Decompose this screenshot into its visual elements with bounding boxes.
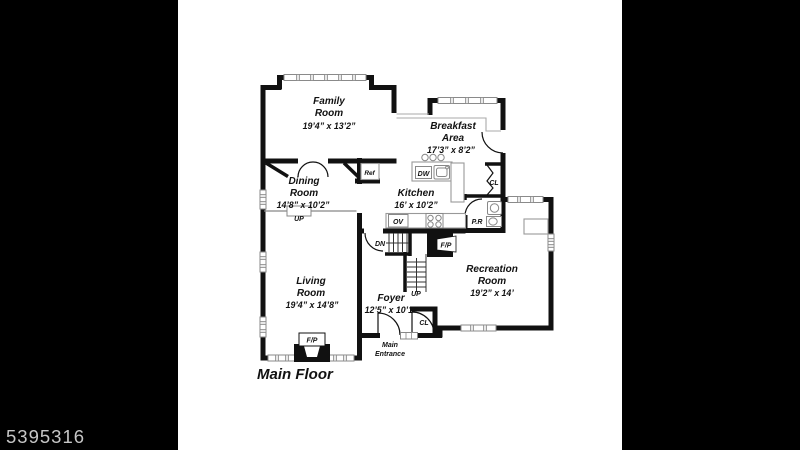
- powder-room-fixtures: [486, 201, 502, 227]
- closet-foyer-label: CL: [419, 320, 428, 327]
- living-room-label: Living Room 19’4” x 14’8”: [286, 276, 339, 310]
- living-name2: Room: [297, 288, 325, 299]
- family-room-name: Family: [313, 96, 345, 107]
- cooktop: [425, 213, 444, 229]
- built-ins: [264, 205, 549, 235]
- recreation-name2: Room: [478, 276, 506, 287]
- breakfast-dims: 17’3” x 8’2”: [427, 145, 476, 155]
- cased-opening: [396, 113, 501, 132]
- dishwasher: [415, 166, 432, 179]
- kitchen-dims: 16’ x 10’2”: [394, 200, 438, 210]
- main-entrance-label-1: Main: [382, 342, 398, 349]
- living-name: Living: [296, 276, 325, 287]
- step-up-label: UP: [294, 216, 304, 223]
- bifold-closet-door: [486, 164, 494, 196]
- living-fireplace: F/P: [294, 332, 330, 362]
- kitchen-fixtures: [360, 153, 467, 229]
- closet-upper-label: CL: [489, 180, 498, 187]
- breakfast-window: [437, 97, 498, 104]
- living-side-window-2: [259, 316, 267, 338]
- breakfast-name: Breakfast: [430, 121, 476, 132]
- recreation-niche: [523, 218, 549, 235]
- recreation-right-window: [547, 233, 555, 252]
- entry-threshold: [400, 332, 418, 340]
- dining-room-label: Dining Room 14’8” x 10’2”: [277, 176, 330, 210]
- dishwasher-label: DW: [418, 171, 431, 178]
- step-up-divider: [264, 205, 357, 217]
- living-bottom-window-1: [267, 354, 297, 362]
- recreation-room-label: Recreation Room 19’2” x 14’: [466, 264, 518, 298]
- doors: [297, 113, 504, 340]
- floor-title: Main Floor: [257, 366, 334, 383]
- stairs-down-label: DN: [375, 241, 386, 248]
- dining-name: Dining: [288, 176, 319, 187]
- room-labels: Family Room 19’4” x 13’2” Breakfast Area…: [277, 96, 518, 315]
- oven: [388, 214, 409, 228]
- kitchen-fireplace: F/P: [427, 229, 457, 257]
- watermark-id: 5395316: [6, 426, 85, 447]
- recreation-bottom-window: [460, 324, 497, 332]
- refrigerator: [360, 162, 380, 181]
- staircase: [386, 233, 427, 292]
- bar-stools: [421, 153, 445, 162]
- living-fireplace-label: F/P: [307, 338, 318, 345]
- toilet: [487, 201, 502, 215]
- family-room-label: Family Room 19’4” x 13’2”: [303, 96, 356, 131]
- dn-stair-treads: [386, 233, 409, 252]
- refrigerator-label: Ref: [364, 170, 375, 177]
- windows: [259, 74, 555, 362]
- breakfast-area-label: Breakfast Area 17’3” x 8’2”: [427, 121, 476, 155]
- door-arcs: [297, 131, 504, 336]
- counter-side: [450, 162, 465, 203]
- breakfast-name2: Area: [441, 133, 465, 144]
- dining-window: [259, 189, 267, 210]
- living-bottom-window-2: [325, 354, 355, 362]
- powder-room-label: P.R: [472, 219, 483, 226]
- kitchen-label: Kitchen 16’ x 10’2”: [394, 188, 438, 210]
- interior-walls: [265, 161, 503, 292]
- recreation-dims: 19’2” x 14’: [470, 288, 514, 298]
- kitchen-sink: [433, 165, 450, 180]
- fixture-labels: DW OV Ref CL P.R DN UP UP CL Main Entran…: [294, 170, 499, 358]
- main-entrance-label-2: Entrance: [375, 351, 405, 358]
- fireplaces: F/P F/P: [294, 229, 457, 362]
- oven-label: OV: [393, 219, 404, 226]
- stairs-up-label: UP: [411, 291, 421, 298]
- sink: [486, 216, 502, 227]
- living-dims: 19’4” x 14’8”: [286, 300, 339, 310]
- up-stair-treads: [407, 254, 427, 292]
- dining-dims: 14’8” x 10’2”: [277, 200, 330, 210]
- foyer-dims: 12’5” x 10’1”: [365, 305, 418, 315]
- recreation-top-window: [507, 196, 544, 203]
- family-room-dims: 19’4” x 13’2”: [303, 121, 356, 131]
- kitchen-name: Kitchen: [398, 188, 435, 199]
- recreation-name: Recreation: [466, 264, 518, 275]
- bay-window: [283, 74, 367, 81]
- kitchen-fireplace-label: F/P: [441, 243, 452, 250]
- foyer-label: Foyer 12’5” x 10’1”: [365, 293, 418, 315]
- family-room-name2: Room: [315, 108, 343, 119]
- foyer-name: Foyer: [377, 293, 405, 304]
- living-side-window-1: [259, 251, 267, 273]
- dining-name2: Room: [290, 188, 318, 199]
